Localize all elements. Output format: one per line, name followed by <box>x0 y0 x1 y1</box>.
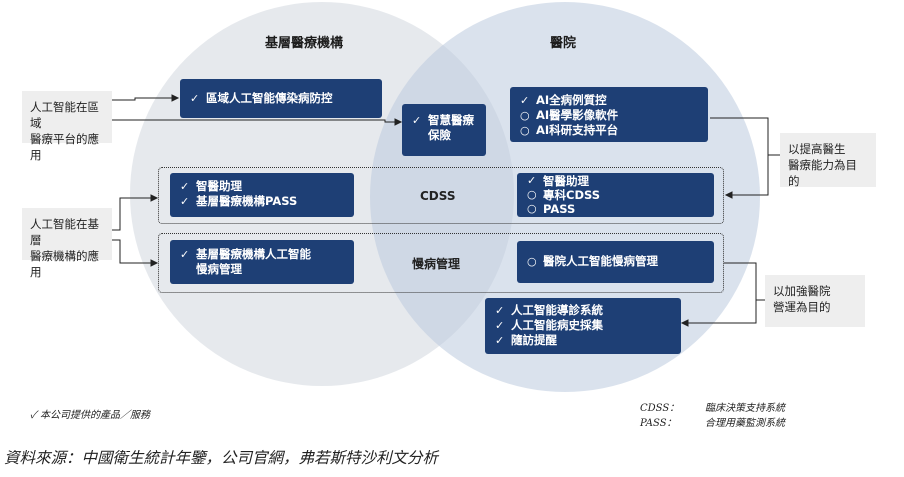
hospital-ai-products-box: ✓AI全病例質控 ○AI醫學影像軟件 ○AI科研支持平台 <box>510 87 708 142</box>
improve-capability-note: 以提高醫生 醫療能力為目的 <box>780 133 876 188</box>
pass-definition: 合理用藥監測系統 <box>705 418 785 429</box>
primary-cdss-box: ✓智醫助理 ✓基層醫療機構PASS <box>170 173 354 217</box>
hospital-operation-box: ✓人工智能導診系統 ✓人工智能病史採集 ✓隨訪提醒 <box>485 298 681 354</box>
cdss-band <box>158 167 724 224</box>
primary-application-note: 人工智能在基層 醫療機構的應用 <box>22 208 112 279</box>
source-note: 資料來源：中國衛生統計年鑒，公司官網，弗若斯特沙利文分析 <box>4 449 439 467</box>
primary-chronic-disease-box: ✓基層醫療機構人工智能 慢病管理 <box>170 240 354 284</box>
regional-infection-control-box: ✓區域人工智能傳染病防控 <box>180 79 382 118</box>
chronic-disease-label: 慢病管理 <box>412 257 461 271</box>
cdss-abbreviation: CDSS： <box>640 403 680 414</box>
hospital-chronic-disease-box: ○醫院人工智能慢病管理 <box>517 241 714 283</box>
primary-care-title: 基層醫療機構 <box>265 36 344 51</box>
cdss-definition: 臨床決策支持系統 <box>705 403 785 414</box>
pass-abbreviation: PASS： <box>640 418 677 429</box>
regional-application-note: 人工智能在區域 醫療平台的應用 <box>22 91 112 162</box>
hospital-title: 醫院 <box>550 36 577 51</box>
chronic-disease-band <box>158 233 724 293</box>
cdss-label: CDSS <box>420 189 456 203</box>
hospital-cdss-box: ✓智醫助理 ○專科CDSS ○PASS <box>517 173 714 217</box>
checkmark-legend: ✓ 本公司提供的產品／服務 <box>30 410 151 421</box>
improve-operation-note: 以加強醫院 營運為目的 <box>765 275 865 327</box>
smart-medical-insurance-box: ✓智慧醫療 保險 <box>402 104 486 156</box>
